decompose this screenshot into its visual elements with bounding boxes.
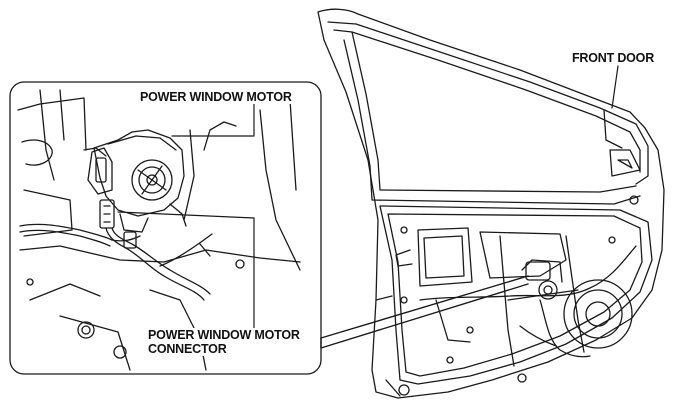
- connector-label-line1: POWER WINDOW MOTOR: [148, 328, 300, 342]
- connector-label-line2: CONNECTOR: [148, 342, 227, 356]
- front-door-outline: [317, 8, 665, 399]
- inset-power-window-motor-connector: [19, 199, 213, 301]
- power-window-motor-connector-label: POWER WINDOW MOTOR CONNECTOR: [147, 328, 301, 356]
- door-power-window-motor: [521, 259, 563, 300]
- front-door-label: FRONT DOOR: [571, 51, 656, 65]
- detail-inset: [9, 81, 322, 375]
- inset-power-window-motor: [87, 129, 187, 233]
- power-window-motor-label: POWER WINDOW MOTOR: [139, 90, 293, 104]
